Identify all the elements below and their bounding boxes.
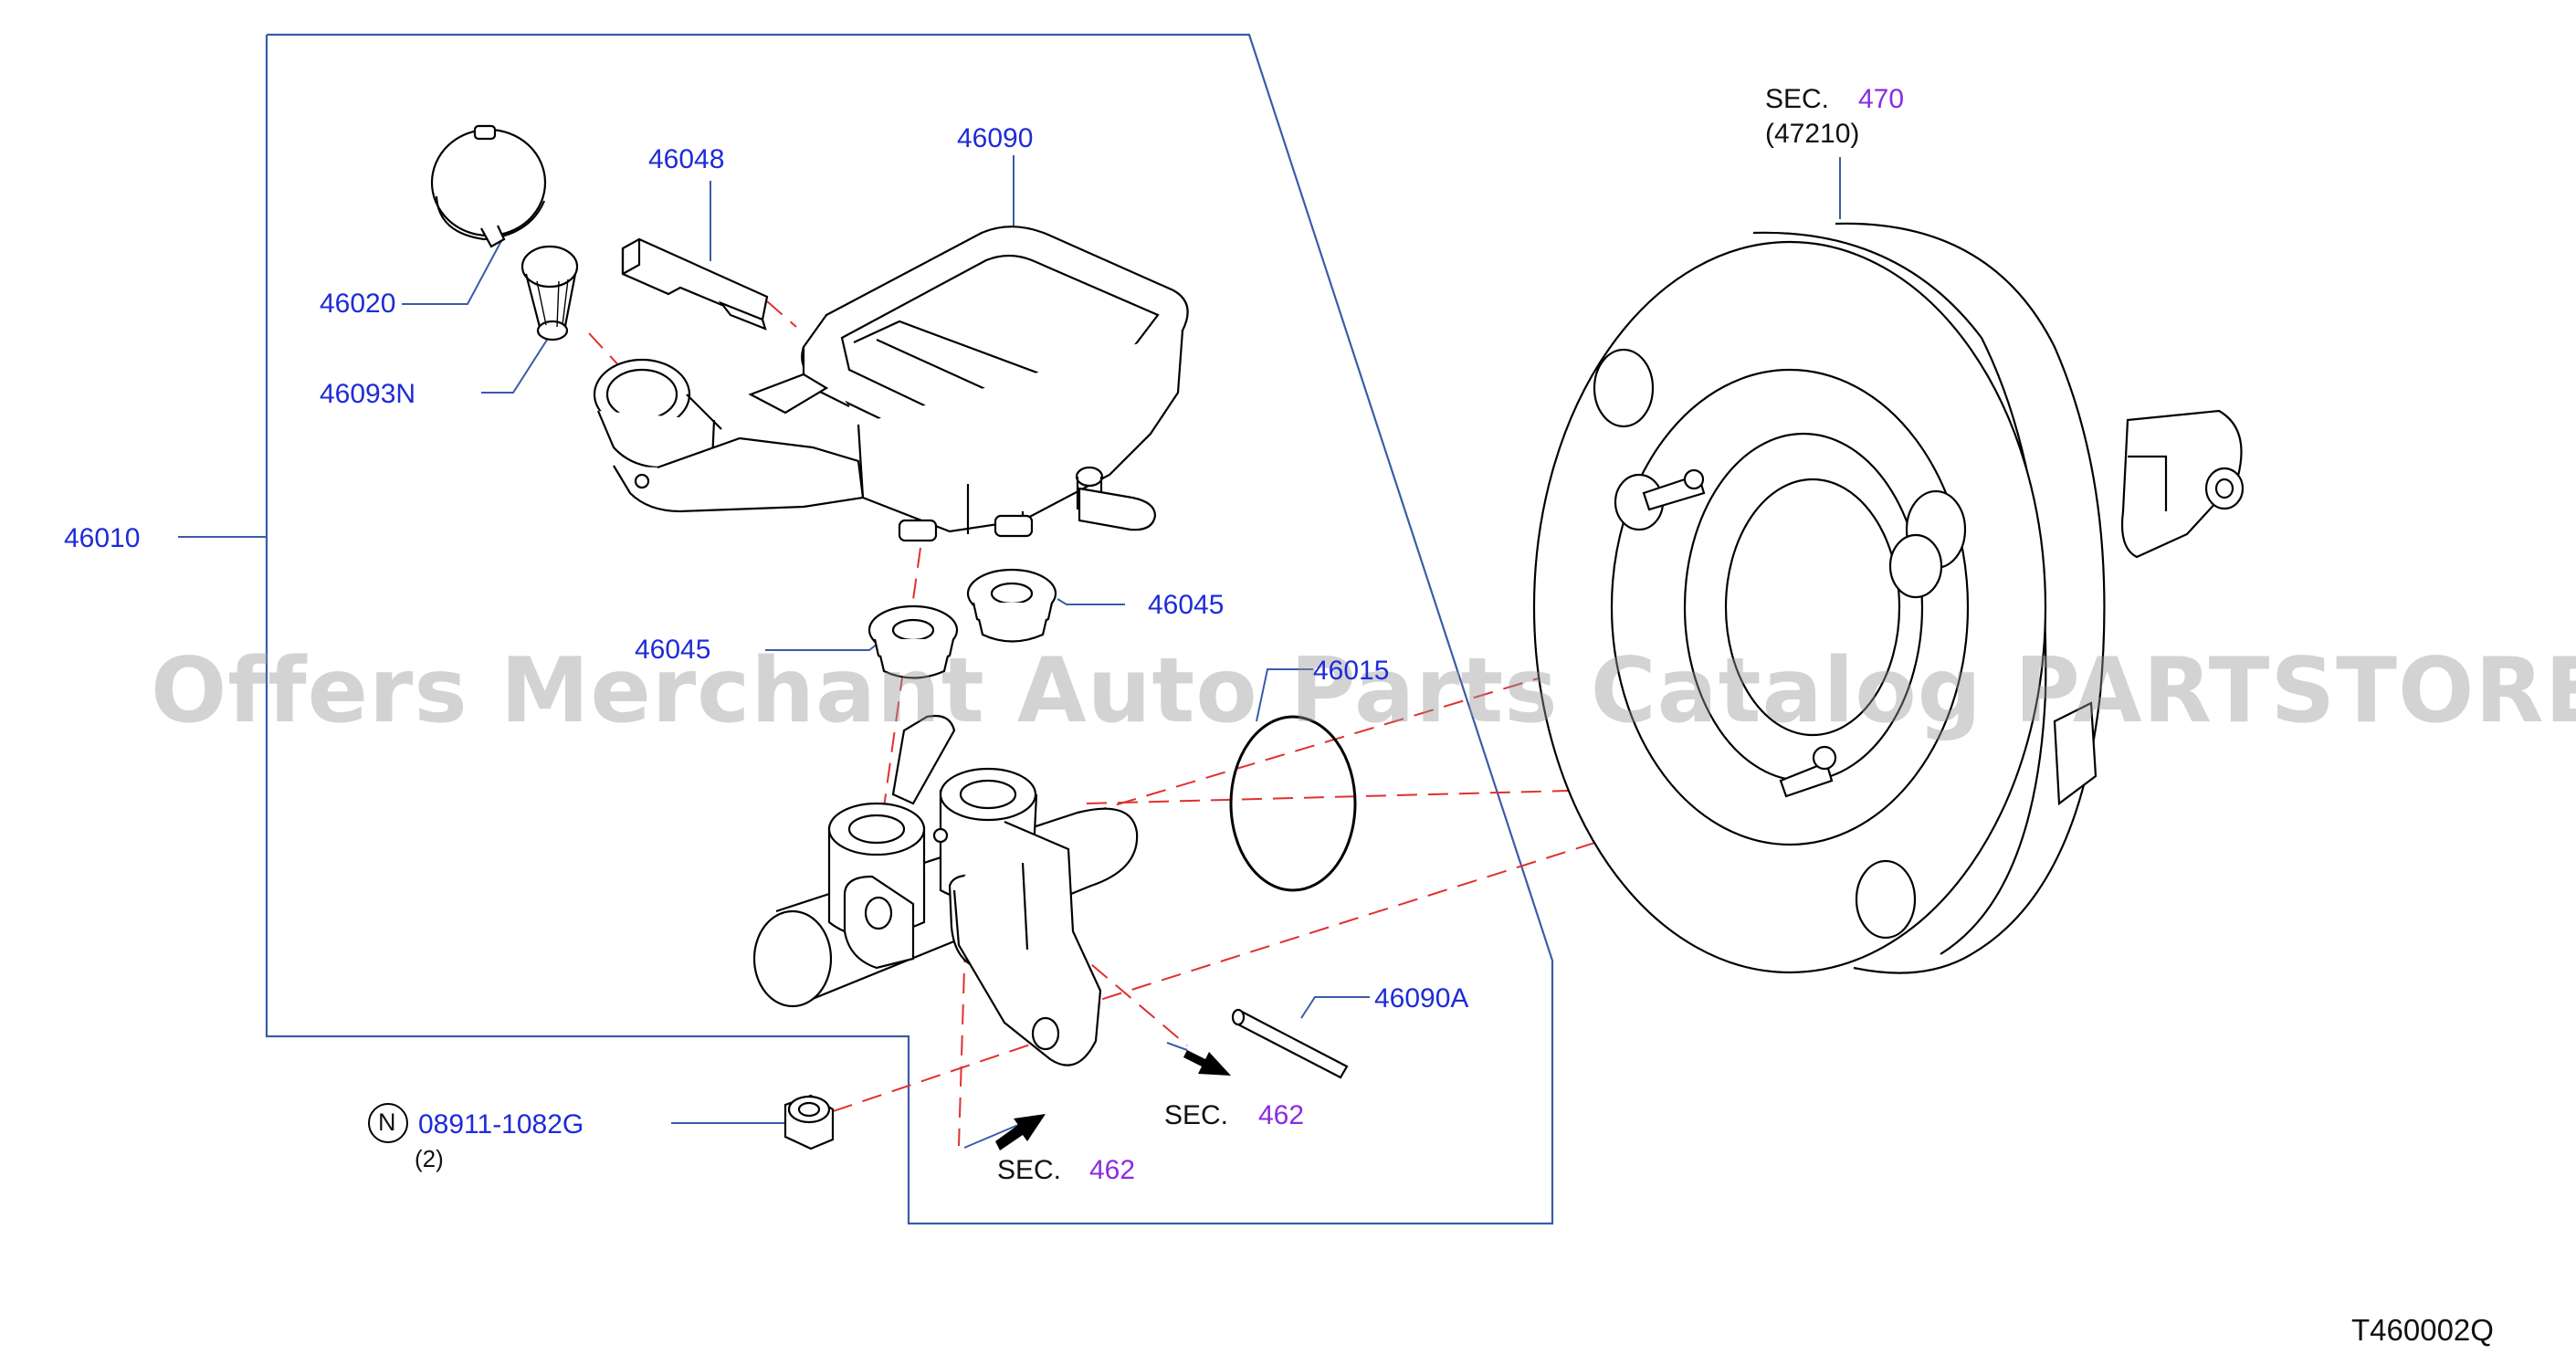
brake-booster[interactable] [1532,222,2245,974]
callout-46020[interactable]: 46020 [320,289,396,319]
leader-46045-left [765,640,882,651]
sec-462-b-number[interactable]: 462 [1258,1100,1305,1130]
leader-sec-b [1166,1042,1188,1051]
diagram-code: T460002Q [2351,1313,2494,1347]
nut-08911-1082g[interactable] [783,1094,835,1150]
callout-46048[interactable]: 46048 [648,144,725,174]
callout-46015[interactable]: 46015 [1313,656,1390,686]
arrow-sec-462-a [995,1114,1046,1150]
callout-46093n[interactable]: 46093N [320,379,416,409]
leader-46020 [402,238,503,305]
leader-sec-a [963,1124,1019,1149]
nut-marker-n: N [378,1108,396,1136]
leader-46045-right [1057,598,1125,605]
nut-quantity: (2) [415,1145,444,1172]
booster-sec-number[interactable]: 470 [1858,84,1905,114]
leader-46090a [1300,996,1370,1019]
pin-46090a[interactable] [1231,1008,1349,1079]
sec-462-b-label: SEC. [1164,1100,1229,1130]
callout-46090[interactable]: 46090 [957,123,1034,153]
reservoir-cap-46020[interactable] [430,124,547,248]
level-sensor-46048[interactable] [621,237,769,331]
master-cylinder-body[interactable] [752,714,1139,1066]
callout-46045-right[interactable]: 46045 [1148,590,1225,620]
reservoir-tank-46090[interactable] [593,226,1189,542]
booster-part-ref: (47210) [1765,119,1860,149]
callout-nut-08911-1082g[interactable]: 08911-1082G [418,1109,584,1140]
arrow-sec-462-b [1183,1050,1231,1076]
direction-arrows [995,1050,1231,1150]
leader-46093n [481,323,558,394]
sec-462-a-number[interactable]: 462 [1089,1155,1136,1185]
assembly-boundary-line [265,33,1554,1225]
grommet-46045-right[interactable] [966,568,1057,643]
o-ring-46015[interactable] [1229,715,1357,892]
booster-sec-label: SEC. [1765,84,1830,114]
strainer-46093n[interactable] [520,245,579,341]
leader-46015 [1256,668,1313,722]
callout-46045-left[interactable]: 46045 [635,635,711,665]
callout-46010[interactable]: 46010 [64,523,141,553]
leader-lines [178,155,1841,1149]
grommet-46045-left[interactable] [867,604,959,679]
nut-marker-circle [368,1103,408,1143]
sec-462-a-label: SEC. [997,1155,1062,1185]
callout-46090a[interactable]: 46090A [1374,983,1469,1014]
